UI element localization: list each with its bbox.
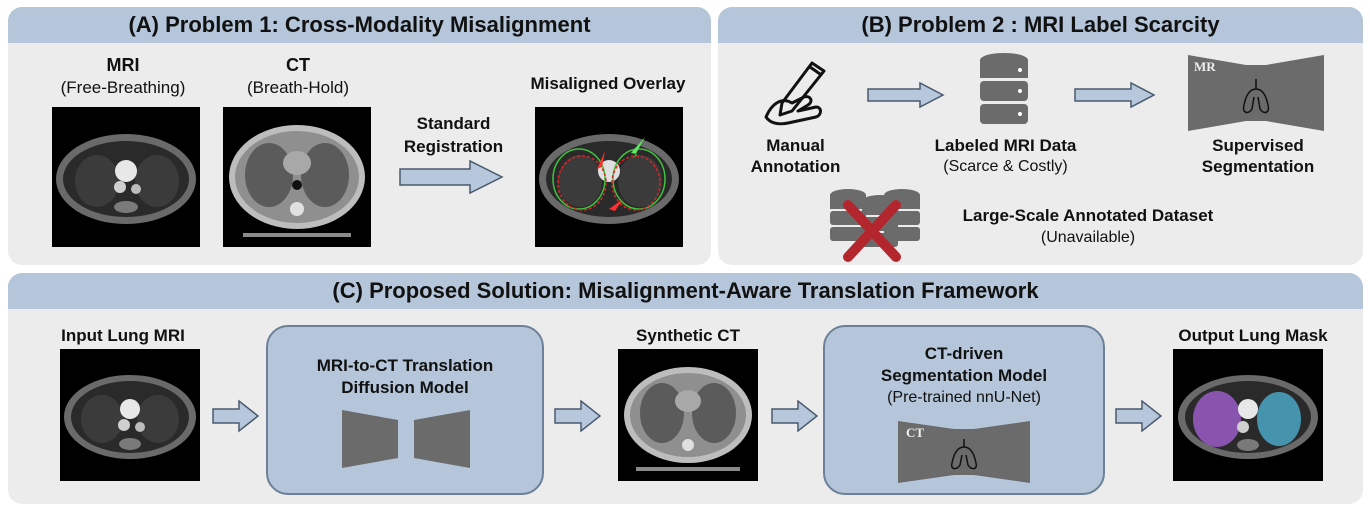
ct-subtitle: (Breath-Hold) <box>246 78 350 97</box>
labeled-mri-data-title: Labeled MRI Data <box>934 136 1077 155</box>
input-lung-mri-title: Input Lung MRI <box>61 326 185 345</box>
ct-tag: CT <box>906 425 925 440</box>
translation-model-line1: MRI-to-CT Translation <box>316 356 494 375</box>
ct-scan-image <box>223 107 371 247</box>
output-lung-mask-image <box>1173 349 1323 481</box>
output-lung-mask-title: Output Lung Mask <box>1178 326 1328 345</box>
database-icon <box>980 53 1028 124</box>
input-mri-image <box>60 349 200 481</box>
segmentation-model-subtitle: (Pre-trained nnU-Net) <box>887 389 1041 406</box>
ct-title: CT <box>286 55 310 75</box>
segmentation-model-box <box>823 325 1105 495</box>
segmentation-arrow-icon <box>1115 399 1163 433</box>
panel-b: (B) Problem 2 : MRI Label Scarcity Manua… <box>718 7 1363 265</box>
diffusion-model-icon <box>342 410 470 468</box>
panel-c-title: (C) Proposed Solution: Misalignment-Awar… <box>8 273 1363 309</box>
large-scale-dataset-subtitle: (Unavailable) <box>1040 229 1136 246</box>
data-arrow-icon <box>1074 81 1156 109</box>
ct-segmentation-model-icon <box>898 421 1030 483</box>
mri-scan-image <box>52 107 200 247</box>
supervised-segmentation-line2: Segmentation <box>1201 157 1315 176</box>
standard-registration-line1: Standard <box>416 114 491 133</box>
translation-model-line2: Diffusion Model <box>341 378 469 397</box>
synthetic-ct-image <box>618 349 758 481</box>
hand-writing-icon <box>764 61 826 126</box>
segmentation-model-line2: Segmentation Model <box>880 366 1048 385</box>
standard-registration-line2: Registration <box>403 137 504 156</box>
registration-arrow-icon <box>399 159 504 195</box>
mr-tag: MR <box>1194 59 1216 74</box>
synthetic-arrow-icon <box>771 399 819 433</box>
labeled-mri-data-subtitle: (Scarce & Costly) <box>943 158 1068 175</box>
segmentation-model-line1: CT-driven <box>924 344 1004 363</box>
translation-arrow-icon <box>554 399 602 433</box>
input-arrow-icon <box>212 399 260 433</box>
panel-c: (C) Proposed Solution: Misalignment-Awar… <box>8 273 1363 504</box>
large-scale-dataset-title: Large-Scale Annotated Dataset <box>962 206 1214 225</box>
panel-a: (A) Problem 1: Cross-Modality Misalignme… <box>8 7 711 265</box>
translation-model-box <box>266 325 544 495</box>
synthetic-ct-title: Synthetic CT <box>636 326 740 345</box>
manual-annotation-line2: Annotation <box>750 157 841 176</box>
supervised-segmentation-line1: Supervised <box>1212 136 1304 155</box>
annotation-arrow-icon <box>867 81 945 109</box>
panel-a-title: (A) Problem 1: Cross-Modality Misalignme… <box>8 7 711 43</box>
panel-b-title: (B) Problem 2 : MRI Label Scarcity <box>718 7 1363 43</box>
mri-title: MRI <box>106 55 140 75</box>
mr-segmentation-model-icon <box>1188 55 1324 131</box>
manual-annotation-line1: Manual <box>766 136 825 155</box>
unavailable-database-icon <box>830 189 920 262</box>
misaligned-overlay-title: Misaligned Overlay <box>530 74 686 93</box>
mri-subtitle: (Free-Breathing) <box>60 78 186 97</box>
misaligned-overlay-image <box>535 107 683 247</box>
